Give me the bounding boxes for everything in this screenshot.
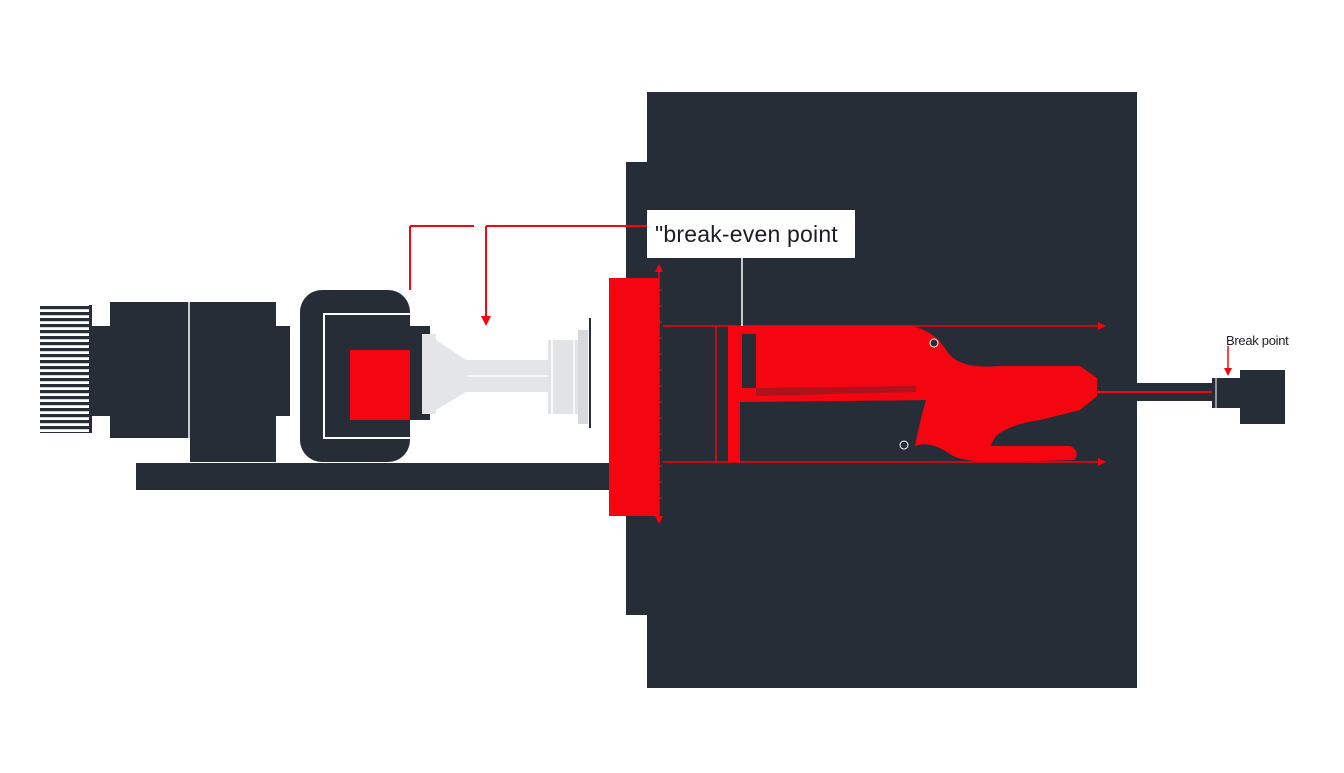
guide-arrow-bottom — [1098, 458, 1106, 466]
coupling-housing — [300, 225, 474, 462]
end-connector-icon — [1240, 370, 1285, 424]
break-point-label: Break point — [1226, 333, 1289, 348]
motor-fins-icon — [40, 305, 92, 433]
main-callout-leaders — [481, 225, 743, 326]
break-even-point-label: "break-even point — [647, 210, 855, 258]
small-callout-arrow — [1224, 368, 1232, 376]
base-rail — [136, 463, 614, 490]
pivot-point-top — [929, 338, 939, 348]
piston-rod — [1097, 370, 1285, 424]
drive-shaft — [422, 318, 591, 428]
red-piston — [728, 326, 1097, 462]
pivot-point-bottom — [899, 440, 909, 450]
motor-assembly — [40, 302, 290, 462]
guide-arrow-top — [1098, 322, 1106, 330]
red-flange — [609, 264, 663, 524]
